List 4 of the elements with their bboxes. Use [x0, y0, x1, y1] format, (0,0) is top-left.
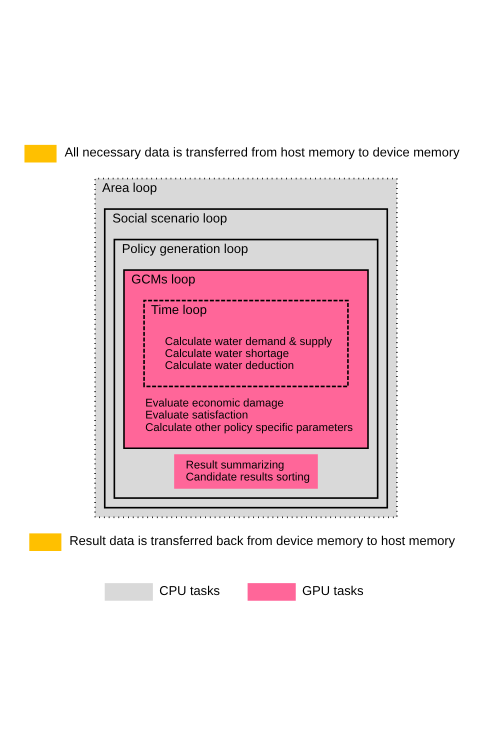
legend-label: GPU tasks: [302, 582, 364, 598]
legend-label: CPU tasks: [159, 582, 220, 598]
label: All necessary data is transferred from host memory to device memory: [64, 144, 460, 160]
label: Result data is transferred back from device memory to host memory: [69, 533, 456, 548]
